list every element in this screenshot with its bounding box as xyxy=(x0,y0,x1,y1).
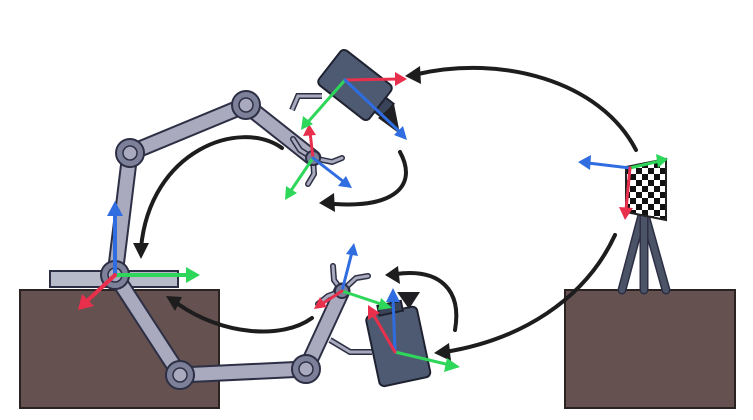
arrowhead-lower-gripper xyxy=(385,266,400,284)
upper-arm-pose xyxy=(106,90,345,284)
checkerboard-frame xyxy=(578,154,668,220)
arrowhead-lower-camera xyxy=(434,343,451,361)
flow-arrow-checkerboard-to-upper-camera xyxy=(416,65,638,152)
flow-arrow-checkerboard-to-lower-camera xyxy=(443,233,617,354)
upper-camera-frame xyxy=(301,72,407,140)
right-table xyxy=(564,289,736,409)
lower-camera-lens-icon xyxy=(397,292,420,309)
lower-gripper-frame xyxy=(314,243,392,310)
upper-gripper-frame xyxy=(285,124,352,200)
flow-arrow-lower-gripper-to-base xyxy=(176,302,314,334)
arrowhead-upper-gripper xyxy=(319,193,335,212)
tripod xyxy=(617,210,671,295)
lower-arm-pose xyxy=(106,263,372,390)
base-frame xyxy=(78,201,200,310)
arrowhead-base-upper xyxy=(133,243,149,259)
lower-hand-camera xyxy=(365,292,432,388)
flow-arrow-upper-gripper-to-base xyxy=(139,135,284,250)
flow-arrow-lower-camera-to-gripper xyxy=(394,271,459,332)
arrowhead-base-lower xyxy=(166,296,182,311)
lower-camera-frame xyxy=(368,288,460,372)
left-table xyxy=(19,289,220,409)
flow-arrow-upper-camera-to-gripper xyxy=(333,150,408,207)
arrowhead-upper-camera xyxy=(405,66,421,84)
